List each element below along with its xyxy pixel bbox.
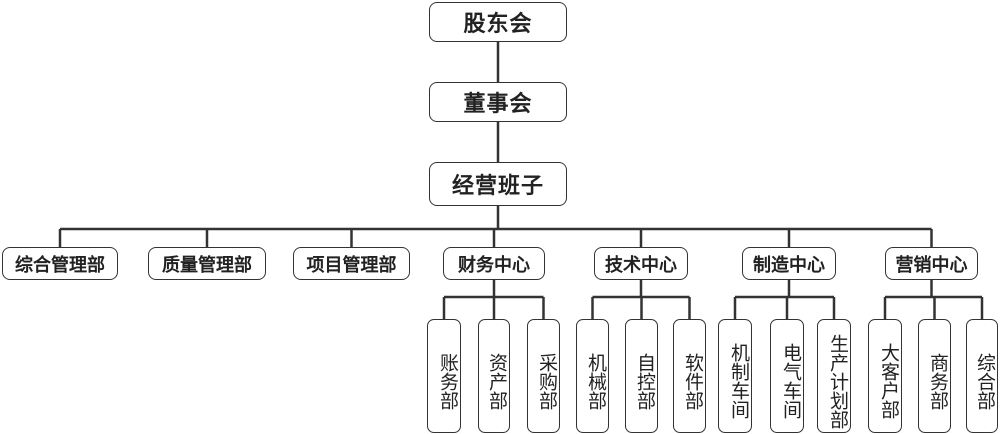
node-sub-department: 机制车间 xyxy=(718,319,752,433)
node-sub-department: 电气车间 xyxy=(770,319,804,433)
node-department: 综合管理部 xyxy=(2,247,118,280)
node-department: 财务中心 xyxy=(443,247,545,280)
node-sub-department: 软件部 xyxy=(673,319,706,433)
node-sub-department: 自控部 xyxy=(625,319,658,433)
node-department: 项目管理部 xyxy=(293,247,410,280)
node-management-team: 经营班子 xyxy=(429,162,567,206)
node-sub-department: 机械部 xyxy=(576,319,609,433)
node-sub-department: 生产计划部 xyxy=(817,319,851,433)
node-department: 质量管理部 xyxy=(148,247,266,280)
node-sub-department: 资产部 xyxy=(478,319,510,433)
node-sub-department: 账务部 xyxy=(427,319,461,433)
node-shareholders: 股东会 xyxy=(429,2,567,42)
node-department: 营销中心 xyxy=(885,247,978,280)
node-sub-department: 采购部 xyxy=(527,319,560,433)
node-department: 制造中心 xyxy=(742,247,836,280)
node-board: 董事会 xyxy=(429,82,567,122)
node-department: 技术中心 xyxy=(594,247,688,280)
node-sub-department: 大客户部 xyxy=(868,319,902,433)
node-sub-department: 综合部 xyxy=(966,319,998,433)
node-sub-department: 商务部 xyxy=(918,319,951,433)
